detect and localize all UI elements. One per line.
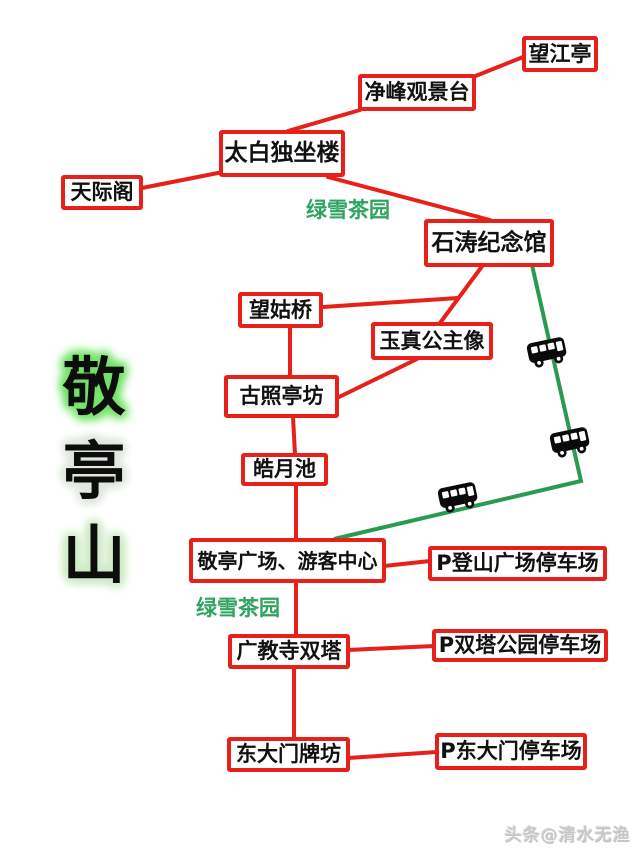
spot-label: 望江亭 xyxy=(528,41,592,66)
tea-garden-label-lower: 绿雪茶园 xyxy=(196,596,280,620)
parking-label: P登山广场停车场 xyxy=(436,551,599,575)
page-title-jingtingshan: 敬 亭 山 xyxy=(54,346,134,598)
spot-label: 皓月池 xyxy=(253,457,316,481)
title-char: 亭 xyxy=(62,435,126,508)
parking-east-gate: P东大门停车场 xyxy=(435,733,587,770)
spot-shitao-memorial-hall: 石涛纪念馆 xyxy=(424,219,554,267)
spot-yuzhen-princess-statue: 玉真公主像 xyxy=(371,322,493,360)
red-path-lines xyxy=(140,55,525,760)
spot-jingfeng-observation-deck: 净峰观景台 xyxy=(358,74,476,111)
spot-label: 玉真公主像 xyxy=(379,328,485,353)
watermark-toutiao: 头条@清水无渔 xyxy=(505,826,631,846)
spot-label: 净峰观景台 xyxy=(364,80,470,104)
bus-icon xyxy=(548,426,592,460)
spot-wanggu-bridge: 望姑桥 xyxy=(238,292,323,328)
spot-label: 天际阁 xyxy=(70,180,134,204)
spot-jingting-square-visitor-center: 敬亭广场、游客中心 xyxy=(189,538,386,583)
spot-label: 石涛纪念馆 xyxy=(431,229,547,256)
spot-tianji-pavilion: 天际阁 xyxy=(61,175,143,210)
title-char: 山 xyxy=(62,519,126,592)
spot-guzhao-ting-archway: 古照亭坊 xyxy=(224,375,339,418)
spot-label: 敬亭广场、游客中心 xyxy=(197,548,378,573)
spot-label: 广教寺双塔 xyxy=(236,639,342,663)
spot-taibai-duzuo-tower: 太白独坐楼 xyxy=(219,130,345,177)
parking-label: P双塔公园停车场 xyxy=(438,633,602,657)
spot-east-gate-archway: 东大门牌坊 xyxy=(227,737,350,772)
tea-garden-label-upper: 绿雪茶园 xyxy=(306,198,390,222)
spot-wangjiangting: 望江亭 xyxy=(522,36,598,72)
spot-label: 东大门牌坊 xyxy=(236,742,341,766)
spot-haoyue-pond: 皓月池 xyxy=(241,453,328,486)
spot-label: 太白独坐楼 xyxy=(224,140,340,166)
spot-guangjiao-temple-twin-pagodas: 广教寺双塔 xyxy=(228,634,350,669)
spot-label: 古照亭坊 xyxy=(239,384,324,408)
title-char: 敬 xyxy=(62,351,126,424)
parking-dengshan-square: P登山广场停车场 xyxy=(428,546,607,581)
bus-icon xyxy=(525,336,569,370)
parking-shuangta-park: P双塔公园停车场 xyxy=(432,629,608,662)
spot-label: 望姑桥 xyxy=(249,297,312,322)
green-bus-route-line xyxy=(333,264,584,541)
parking-label: P东大门停车场 xyxy=(440,739,582,763)
